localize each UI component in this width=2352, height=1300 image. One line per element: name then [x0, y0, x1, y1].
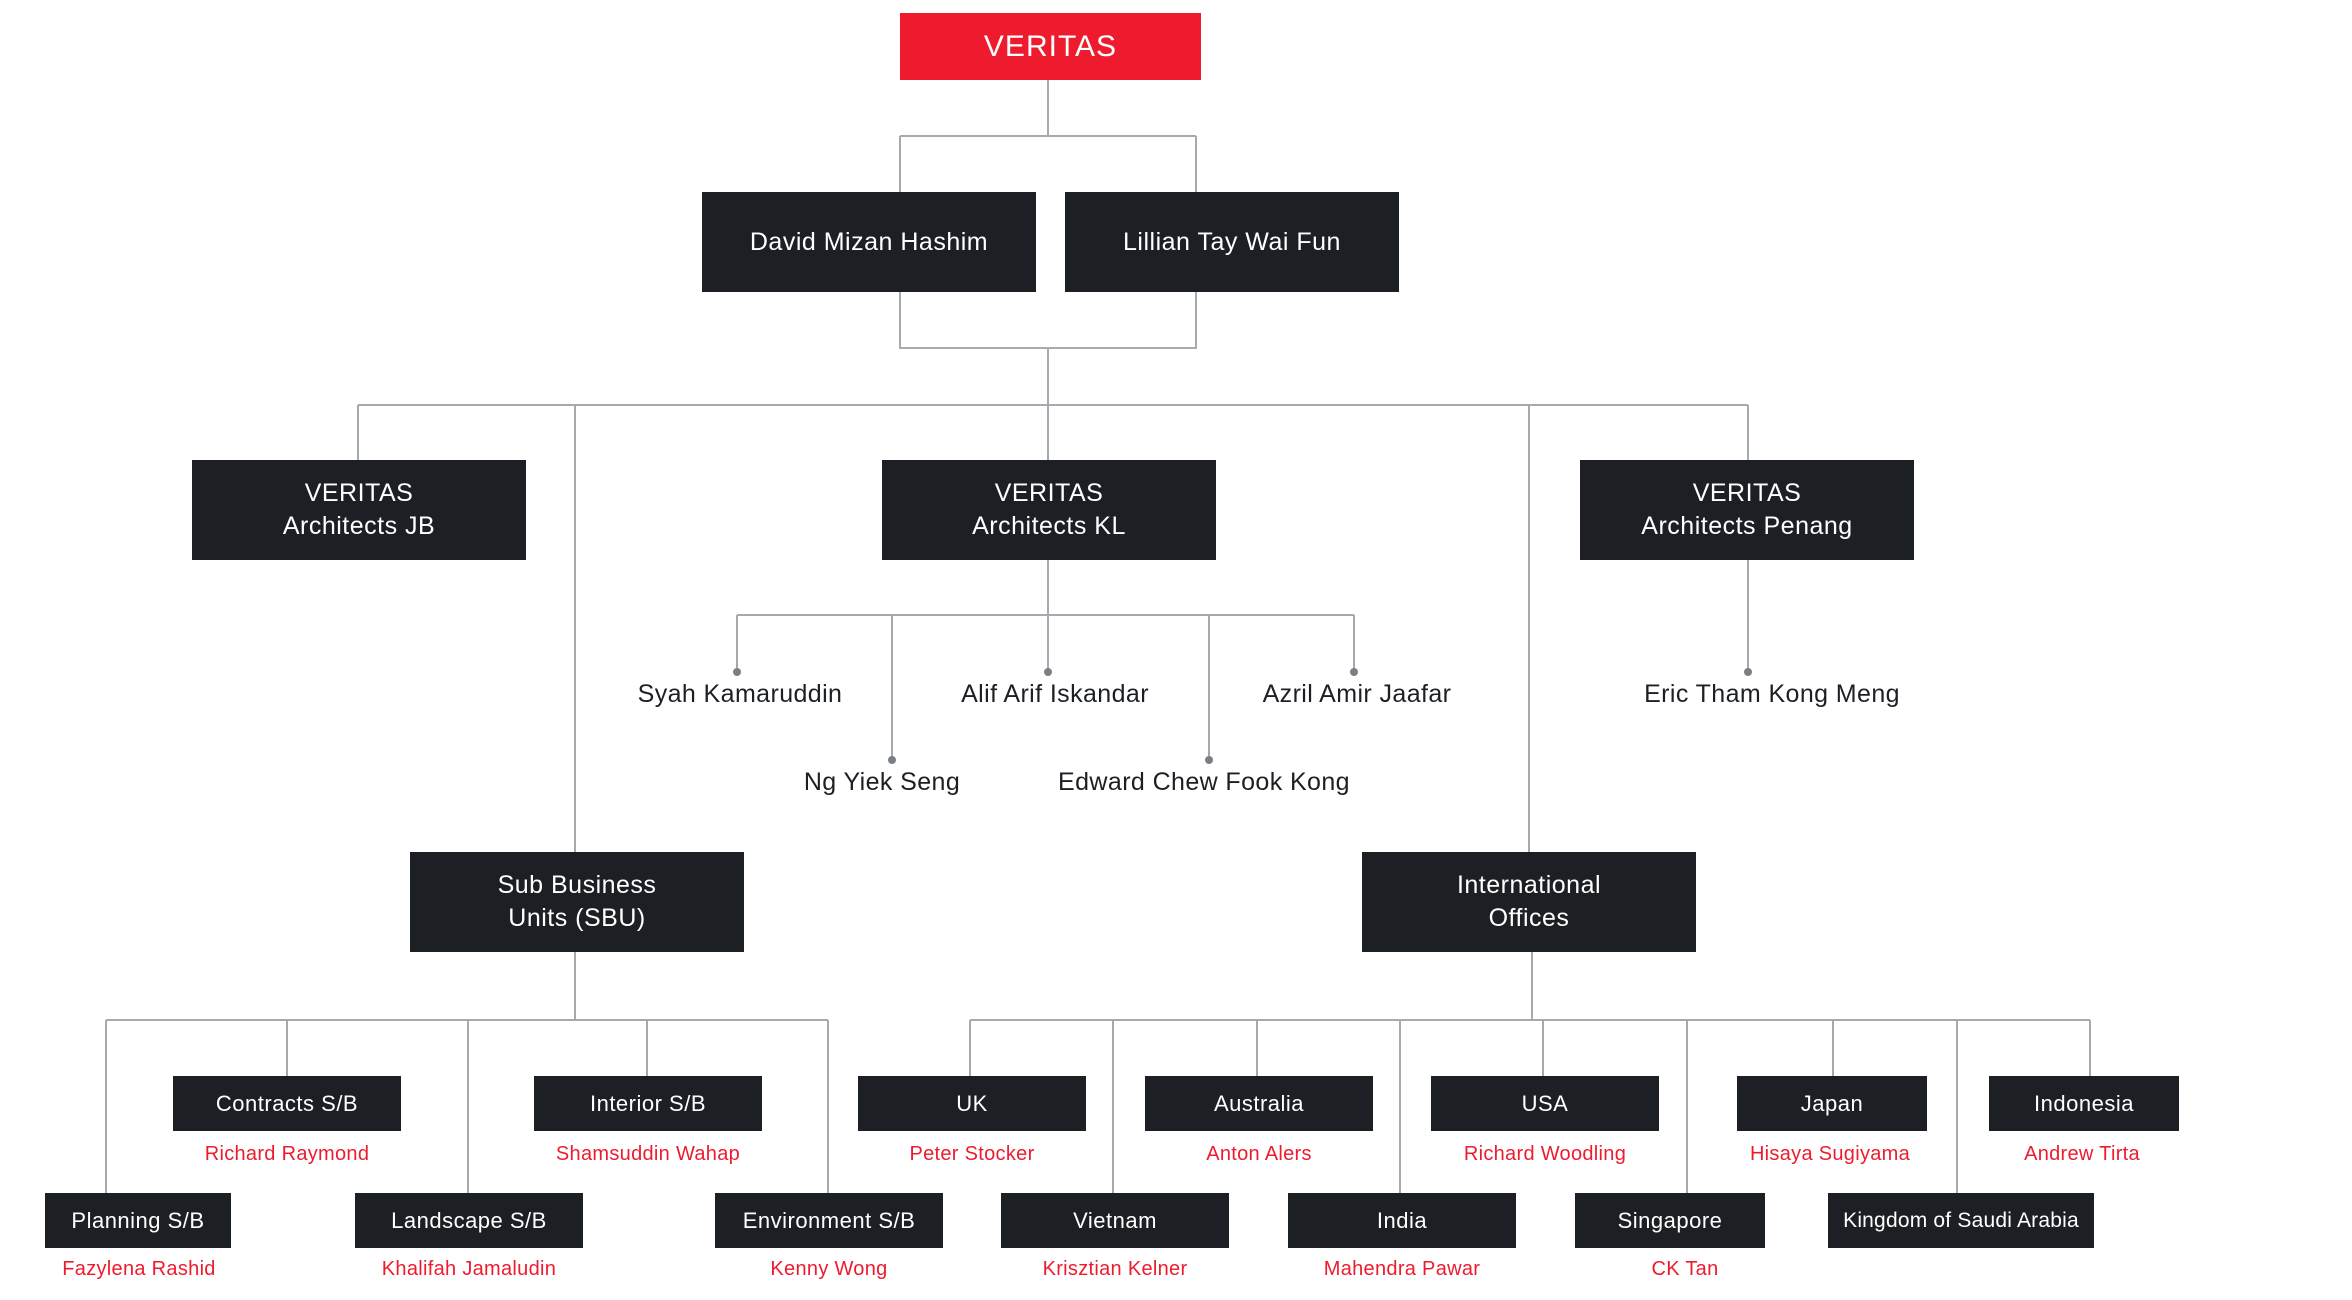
intl-unit-name: India [1376, 1207, 1428, 1233]
founder-box: Lillian Tay Wai Fun [1065, 192, 1399, 292]
intl-unit-name: Australia [1213, 1090, 1305, 1116]
intl-unit-head: Anton Alers [1206, 1143, 1312, 1165]
intl-unit-box: Vietnam [1001, 1193, 1229, 1248]
intl-unit-head: Hisaya Sugiyama [1749, 1143, 1911, 1165]
root-box: VERITAS [900, 13, 1201, 80]
office-jb-box: VERITAS Architects JB [192, 460, 526, 560]
sbu-unit-box: Planning S/B [45, 1193, 231, 1248]
intl-unit-name: Japan [1800, 1090, 1864, 1116]
intl-unit-box: Japan [1737, 1076, 1927, 1131]
sbu-unit-name: Interior S/B [589, 1090, 707, 1116]
connector-dot [1350, 668, 1358, 676]
intl-unit-name: UK [956, 1090, 988, 1116]
intl-unit-head: CK Tan [1651, 1258, 1719, 1280]
sbu-unit-head: Khalifah Jamaludin [381, 1258, 557, 1280]
office-kl-line1: VERITAS [994, 479, 1104, 507]
sbu-line2: Units (SBU) [508, 904, 646, 932]
office-kl-box: VERITAS Architects KL [882, 460, 1216, 560]
kl-person: Ng Yiek Seng [803, 768, 961, 796]
intl-unit-name: Vietnam [1073, 1207, 1157, 1233]
kl-person: Alif Arif Iskandar [961, 680, 1149, 708]
intl-unit-head: Andrew Tirta [2024, 1143, 2140, 1165]
intl-unit-box: India [1288, 1193, 1516, 1248]
intl-unit-head: Krisztian Kelner [1042, 1258, 1188, 1280]
intl-unit-name: Singapore [1617, 1207, 1723, 1233]
sbu-unit-head: Richard Raymond [204, 1143, 370, 1165]
intl-unit-box: Kingdom of Saudi Arabia [1828, 1193, 2094, 1248]
sbu-unit-head: Fazylena Rashid [62, 1258, 216, 1280]
connector-dot [1205, 756, 1213, 764]
founder-name: Lillian Tay Wai Fun [1123, 227, 1341, 256]
sbu-unit-name: Landscape S/B [391, 1207, 547, 1233]
sbu-unit-name: Contracts S/B [215, 1090, 359, 1116]
office-jb-line1: VERITAS [304, 479, 414, 507]
connector-dot [1744, 668, 1752, 676]
intl-unit-name: Kingdom of Saudi Arabia [1843, 1208, 2079, 1232]
office-kl-line2: Architects KL [972, 512, 1126, 540]
kl-person: Syah Kamaruddin [637, 680, 843, 708]
intl-unit-head: Peter Stocker [909, 1143, 1035, 1165]
kl-person: Azril Amir Jaafar [1262, 680, 1452, 708]
penang-person: Eric Tham Kong Meng [1644, 680, 1900, 708]
sbu-unit-box: Landscape S/B [355, 1193, 583, 1248]
kl-person: Edward Chew Fook Kong [1058, 768, 1350, 796]
sbu-unit-name: Environment S/B [742, 1207, 916, 1233]
intl-unit-name: USA [1521, 1090, 1569, 1116]
sbu-unit-box: Environment S/B [715, 1193, 943, 1248]
intl-unit-box: Singapore [1575, 1193, 1765, 1248]
office-jb-line2: Architects JB [282, 512, 436, 540]
intl-unit-box: Australia [1145, 1076, 1373, 1131]
founder-name: David Mizan Hashim [749, 227, 989, 256]
sbu-unit-box: Contracts S/B [173, 1076, 401, 1131]
connector-dot [1044, 668, 1052, 676]
intl-unit-box: USA [1431, 1076, 1659, 1131]
intl-unit-box: Indonesia [1989, 1076, 2179, 1131]
intl-unit-head: Richard Woodling [1463, 1143, 1627, 1165]
office-penang-box: VERITAS Architects Penang [1580, 460, 1914, 560]
international-line1: International [1456, 871, 1602, 899]
intl-unit-head: Mahendra Pawar [1323, 1258, 1481, 1280]
sbu-unit-head: Kenny Wong [770, 1258, 888, 1280]
root-label: VERITAS [983, 29, 1118, 63]
sbu-line1: Sub Business [497, 871, 657, 899]
office-penang-line1: VERITAS [1692, 479, 1802, 507]
sbu-unit-box: Interior S/B [534, 1076, 762, 1131]
connector-dot [733, 668, 741, 676]
intl-unit-box: UK [858, 1076, 1086, 1131]
sbu-unit-name: Planning S/B [71, 1207, 205, 1233]
founder-box: David Mizan Hashim [702, 192, 1036, 292]
sbu-unit-head: Shamsuddin Wahap [555, 1143, 741, 1165]
intl-unit-name: Indonesia [2034, 1090, 2134, 1116]
office-penang-line2: Architects Penang [1641, 512, 1853, 540]
connector-dot [888, 756, 896, 764]
international-line2: Offices [1488, 904, 1570, 932]
